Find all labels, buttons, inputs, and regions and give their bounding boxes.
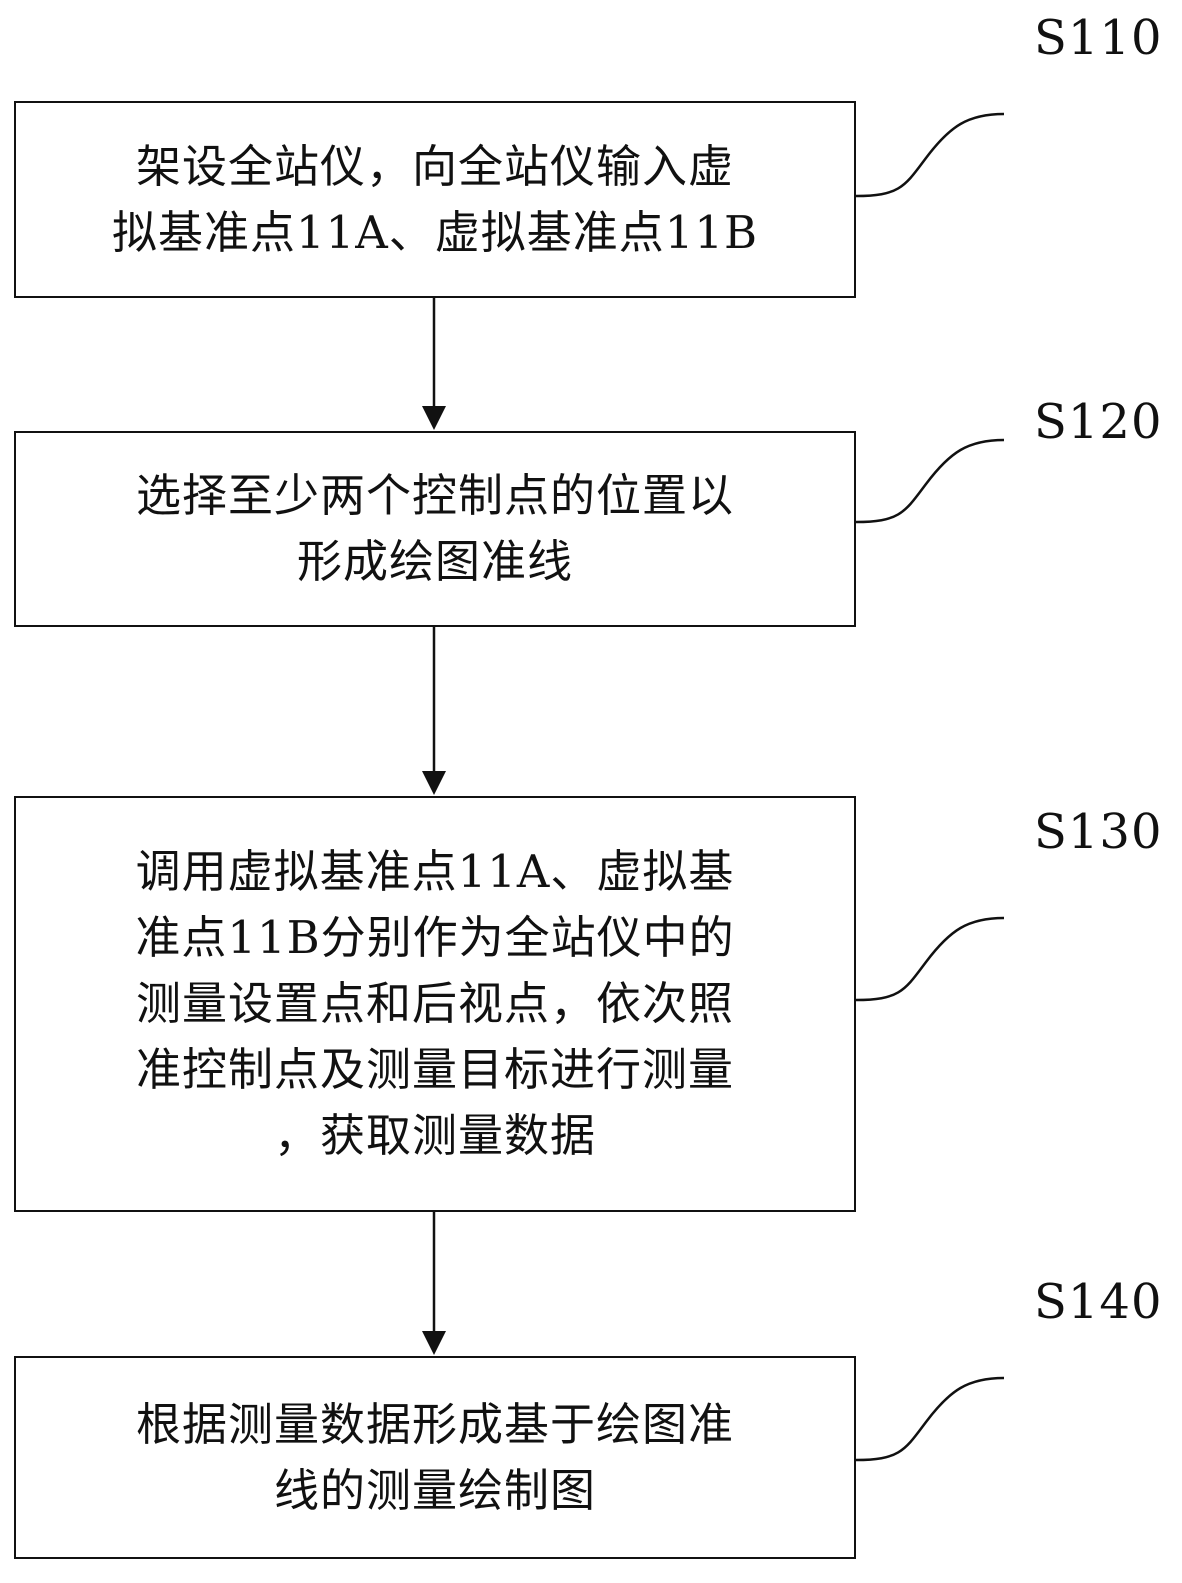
step-text-s120: 选择至少两个控制点的位置以 形成绘图准线 — [135, 469, 734, 588]
leader-line-s140 — [855, 1376, 1005, 1462]
arrow-s130-to-s140 — [422, 1212, 446, 1355]
step-box-s130: 调用虚拟基准点11A、虚拟基 准点11B分别作为全站仪中的 测量设置点和后视点，… — [14, 796, 856, 1212]
step-text-s110: 架设全站仪，向全站仪输入虚 拟基准点11A、虚拟基准点11B — [111, 139, 759, 259]
step-label-s130: S130 — [1034, 804, 1163, 860]
leader-line-s110 — [855, 112, 1005, 198]
leader-line-s120 — [855, 438, 1005, 524]
step-text-s140: 根据测量数据形成基于绘图准 线的测量绘制图 — [135, 1397, 734, 1517]
step-label-s110: S110 — [1034, 10, 1163, 66]
step-box-s140: 根据测量数据形成基于绘图准 线的测量绘制图 — [14, 1356, 856, 1559]
arrow-s120-to-s130 — [422, 627, 446, 795]
step-label-s120: S120 — [1034, 394, 1163, 450]
step-box-s110: 架设全站仪，向全站仪输入虚 拟基准点11A、虚拟基准点11B — [14, 101, 856, 298]
arrow-s110-to-s120 — [422, 298, 446, 430]
leader-line-s130 — [855, 916, 1005, 1002]
step-box-s120: 选择至少两个控制点的位置以 形成绘图准线 — [14, 431, 856, 627]
step-label-s140: S140 — [1034, 1274, 1163, 1330]
step-text-s130: 调用虚拟基准点11A、虚拟基 准点11B分别作为全站仪中的 测量设置点和后视点，… — [135, 845, 735, 1162]
